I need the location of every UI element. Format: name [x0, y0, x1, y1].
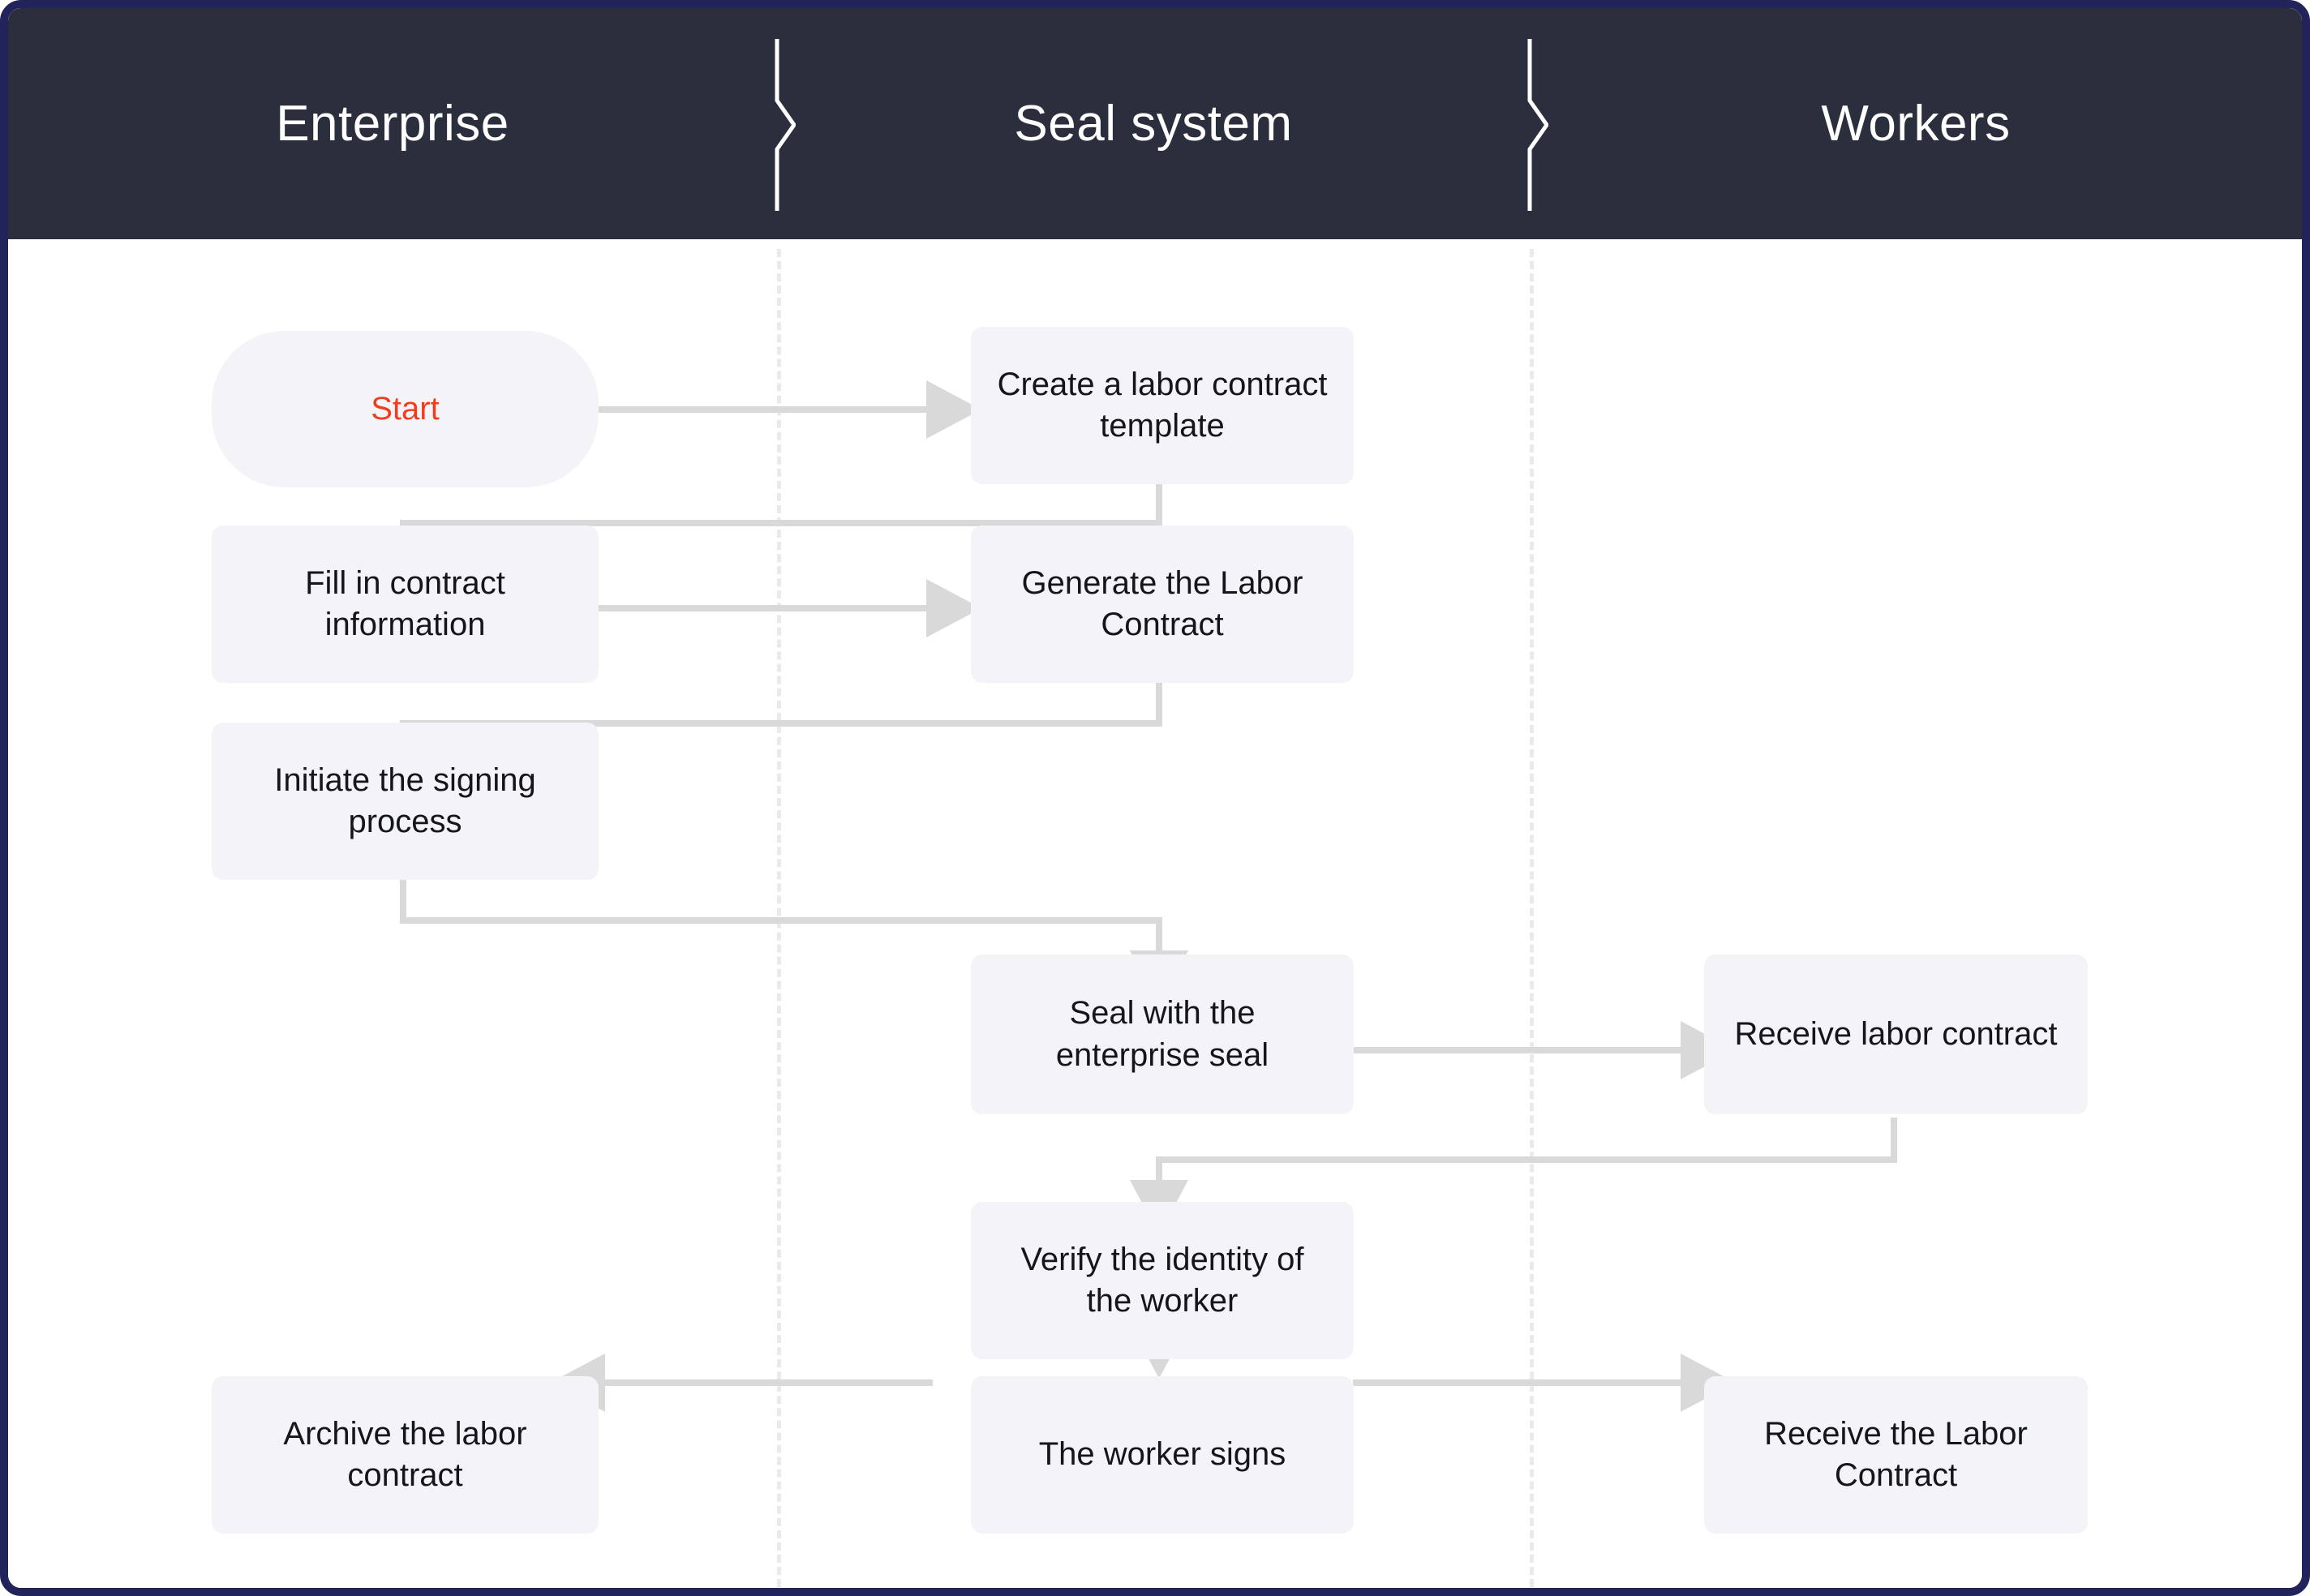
node-receive-contract[interactable]: Receive labor contract [1704, 955, 2088, 1114]
diagram-inner: Enterprise Seal system Workers [8, 8, 2302, 1588]
node-initiate-signing[interactable]: Initiate the signing process [212, 723, 599, 880]
node-verify-identity[interactable]: Verify the identity of the worker [971, 1202, 1354, 1359]
lane-title-seal-system: Seal system [1014, 96, 1293, 152]
node-worker-signs[interactable]: The worker signs [971, 1376, 1354, 1534]
swimlane-body: Start Create a labor contract template F… [8, 239, 2302, 1588]
node-create-template[interactable]: Create a labor contract template [971, 327, 1354, 484]
node-generate-contract[interactable]: Generate the Labor Contract [971, 526, 1354, 683]
node-start[interactable]: Start [212, 331, 599, 487]
node-archive-contract[interactable]: Archive the labor contract [212, 1376, 599, 1534]
swimlane-header: Enterprise Seal system Workers [8, 8, 2302, 239]
edge-receive-contract-to-verify-identity [1130, 1118, 1897, 1235]
lane-title-workers: Workers [1821, 96, 2011, 152]
lane-separator-chevron-right-icon [775, 39, 796, 211]
node-fill-info[interactable]: Fill in contract information [212, 526, 599, 683]
lane-separator-chevron-right-icon-2 [1527, 39, 1548, 211]
node-seal-enterprise[interactable]: Seal with the enterprise seal [971, 955, 1354, 1114]
edge-initiate-signing-to-seal-enterprise [400, 880, 1188, 1006]
lane-title-enterprise: Enterprise [276, 96, 509, 152]
lane-divider-2 [1530, 249, 1534, 1587]
lane-divider-1 [777, 249, 781, 1587]
node-receive-labor[interactable]: Receive the Labor Contract [1704, 1376, 2088, 1534]
